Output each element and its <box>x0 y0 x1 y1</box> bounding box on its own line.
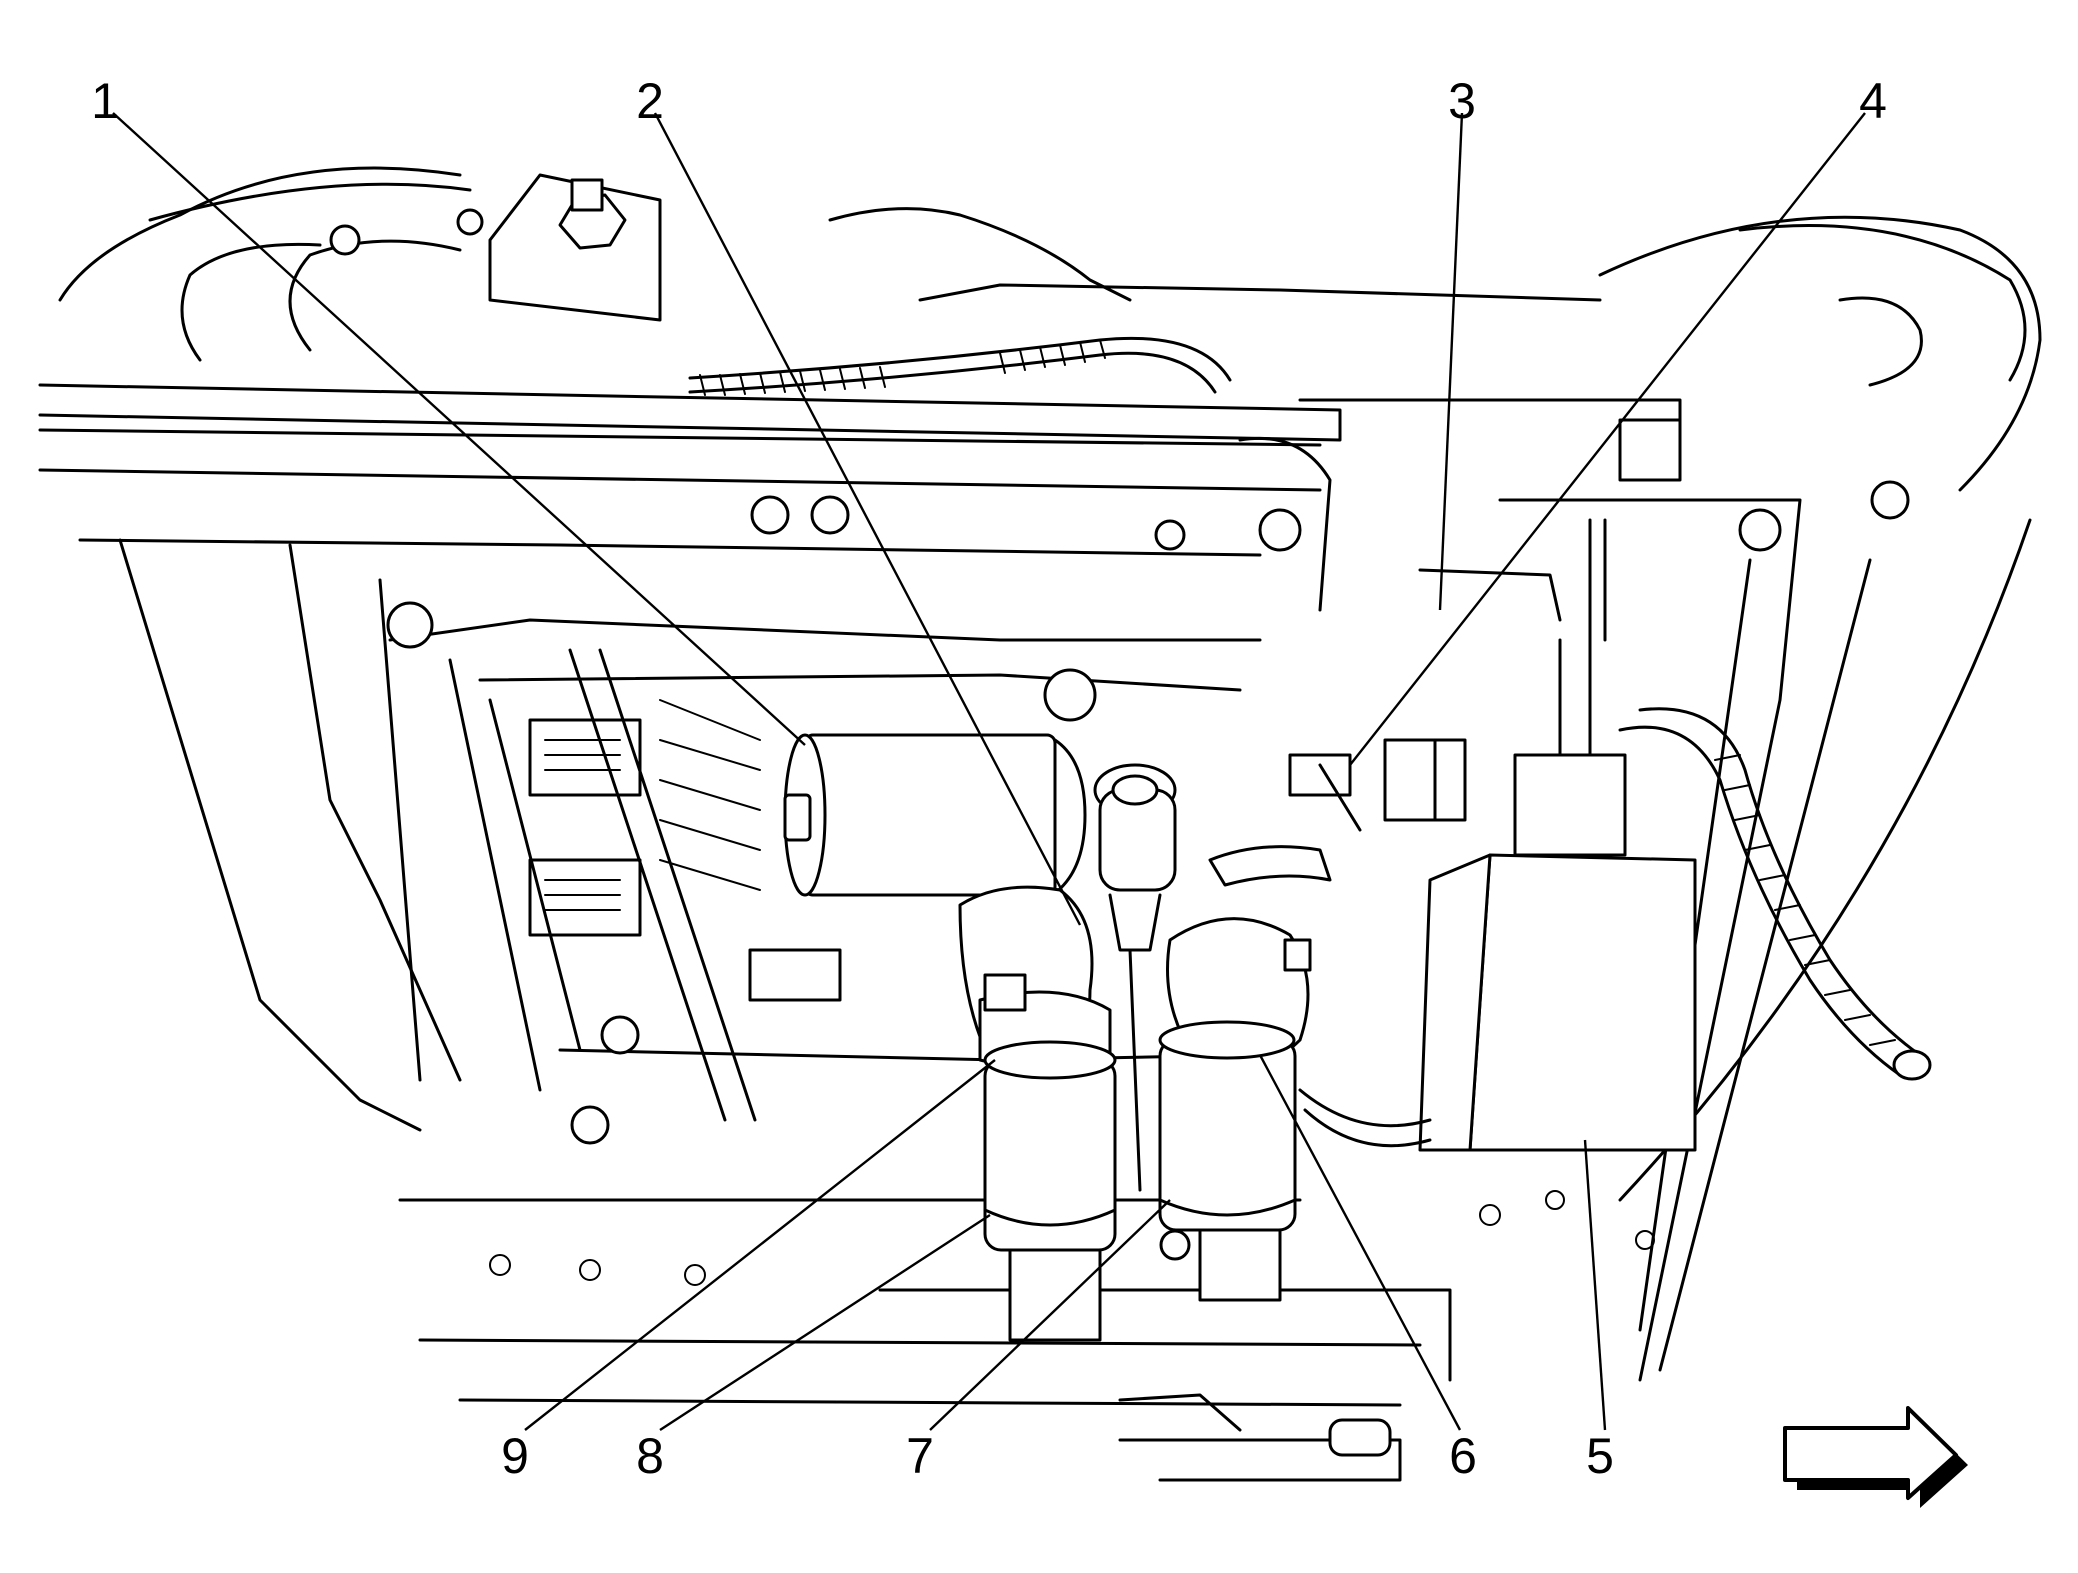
callout-labels: 1 2 3 4 5 6 7 8 9 <box>91 73 1887 1484</box>
callout-8: 8 <box>636 1428 664 1484</box>
leader-line-8 <box>659 1213 991 1432</box>
right-bracket-assembly <box>1238 436 1562 832</box>
leader-line-2 <box>653 112 1082 926</box>
solenoid-cylinder <box>783 733 1087 897</box>
upper-wiring-harness <box>688 336 1232 396</box>
leader-line-4 <box>1349 112 1866 766</box>
leader-lines <box>112 112 1866 1432</box>
leader-line-7 <box>929 1199 1171 1431</box>
upper-mount-bracket <box>329 173 662 322</box>
leader-line-6 <box>1258 1054 1462 1431</box>
left-pump-motor <box>983 1040 1117 1342</box>
leader-line-9 <box>524 1059 996 1431</box>
callout-3: 3 <box>1448 73 1476 129</box>
frame-rails <box>38 166 2042 557</box>
center-sensor-assembly <box>1093 763 1177 1192</box>
case-bolts <box>386 480 1910 1286</box>
leader-line-3 <box>1438 112 1464 611</box>
valve-body-detail <box>528 648 842 1122</box>
callout-9: 9 <box>501 1428 529 1484</box>
callout-1: 1 <box>91 73 119 129</box>
right-arrow-icon <box>1783 1406 1968 1508</box>
leader-line-1 <box>112 112 806 746</box>
callout-6: 6 <box>1449 1428 1477 1484</box>
right-wiring-harness <box>1298 707 1932 1148</box>
callout-4: 4 <box>1859 73 1887 129</box>
callout-5: 5 <box>1586 1428 1614 1484</box>
control-module <box>1418 418 1697 1152</box>
callout-2: 2 <box>636 73 664 129</box>
leader-line-5 <box>1583 1139 1607 1431</box>
callout-7: 7 <box>906 1428 934 1484</box>
right-pump-motor <box>1158 1020 1297 1302</box>
